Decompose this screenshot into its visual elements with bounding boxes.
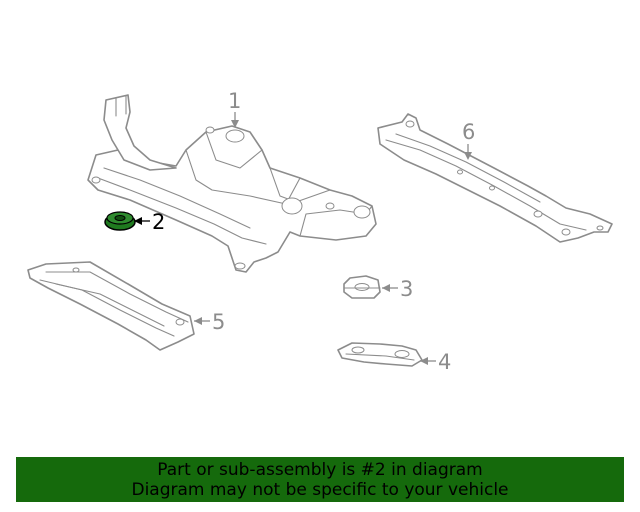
- part-5-brace[interactable]: [27, 261, 195, 351]
- leader-5: [194, 317, 210, 325]
- callout-2[interactable]: 2: [152, 210, 165, 234]
- banner-line-disclaimer: Diagram may not be specific to your vehi…: [131, 479, 509, 500]
- leader-4: [420, 357, 436, 365]
- callout-5[interactable]: 5: [212, 310, 225, 334]
- parts-diagram: 1 2 3 4 5 6: [27, 89, 613, 374]
- leader-3: [382, 284, 398, 292]
- part-3-stopper[interactable]: [343, 275, 381, 299]
- banner-line-part: Part or sub-assembly is #2 in diagram: [157, 459, 483, 480]
- info-banner: Part or sub-assembly is #2 in diagram Di…: [16, 457, 624, 502]
- part-6-member[interactable]: [377, 113, 613, 243]
- callout-3[interactable]: 3: [400, 277, 413, 301]
- leader-1: [231, 112, 239, 128]
- leader-2: [134, 217, 150, 225]
- callout-1[interactable]: 1: [228, 89, 241, 113]
- callout-4[interactable]: 4: [438, 350, 451, 374]
- leader-6: [464, 144, 472, 160]
- callout-6[interactable]: 6: [462, 120, 475, 144]
- part-4-plate[interactable]: [337, 342, 423, 367]
- part-1-crossmember[interactable]: [87, 94, 377, 273]
- part-2-insulator[interactable]: [104, 211, 136, 231]
